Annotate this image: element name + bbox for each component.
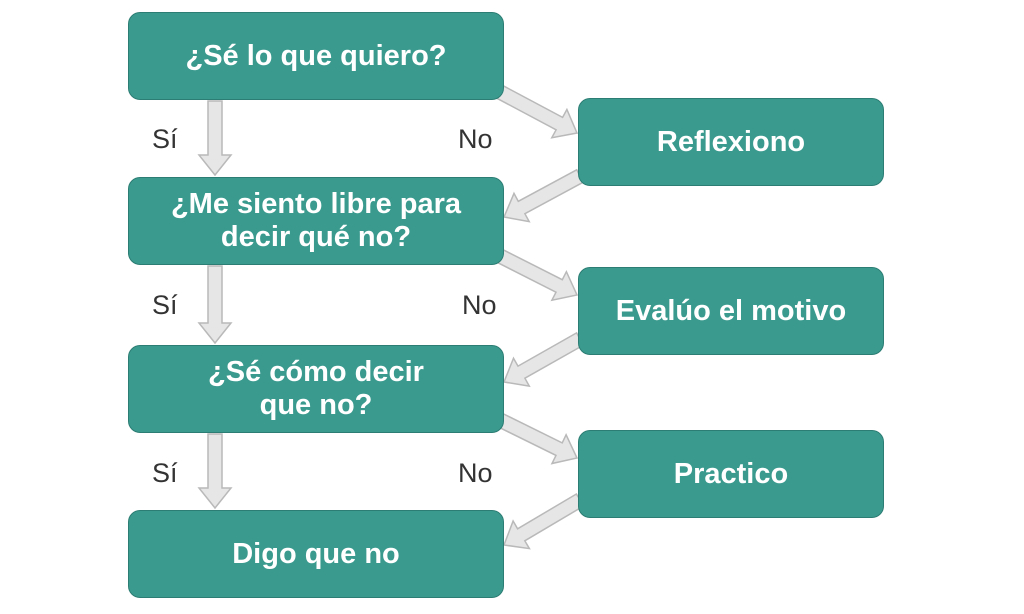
arrow-no-3 [495,412,579,465]
arrow-yes-3 [197,433,233,510]
arrow-return-1 [502,168,585,223]
question-feels-free-to-say-no: ¿Me siento libre para decir qué no? [128,177,504,265]
action-reflect: Reflexiono [578,98,884,186]
edge-label-no-2: No [462,290,497,320]
edge-label-no-1: No [458,124,493,154]
edge-label-yes-3: Sí [152,458,178,488]
action-practice: Practico [578,430,884,518]
arrow-yes-2 [197,265,233,345]
question-knows-what-wants: ¿Sé lo que quiero? [128,12,504,100]
question-knows-how-to-say-no: ¿Sé cómo decir que no? [128,345,504,433]
edge-label-no-3: No [458,458,493,488]
arrow-no-1 [495,84,579,139]
arrow-return-3 [502,492,585,550]
edge-label-yes-2: Sí [152,290,178,320]
result-say-no: Digo que no [128,510,504,598]
arrow-no-2 [495,248,579,302]
action-evaluate-reason: Evalúo el motivo [578,267,884,355]
edge-label-yes-1: Sí [152,124,178,154]
arrow-return-2 [502,331,585,388]
arrow-yes-1 [197,100,233,177]
